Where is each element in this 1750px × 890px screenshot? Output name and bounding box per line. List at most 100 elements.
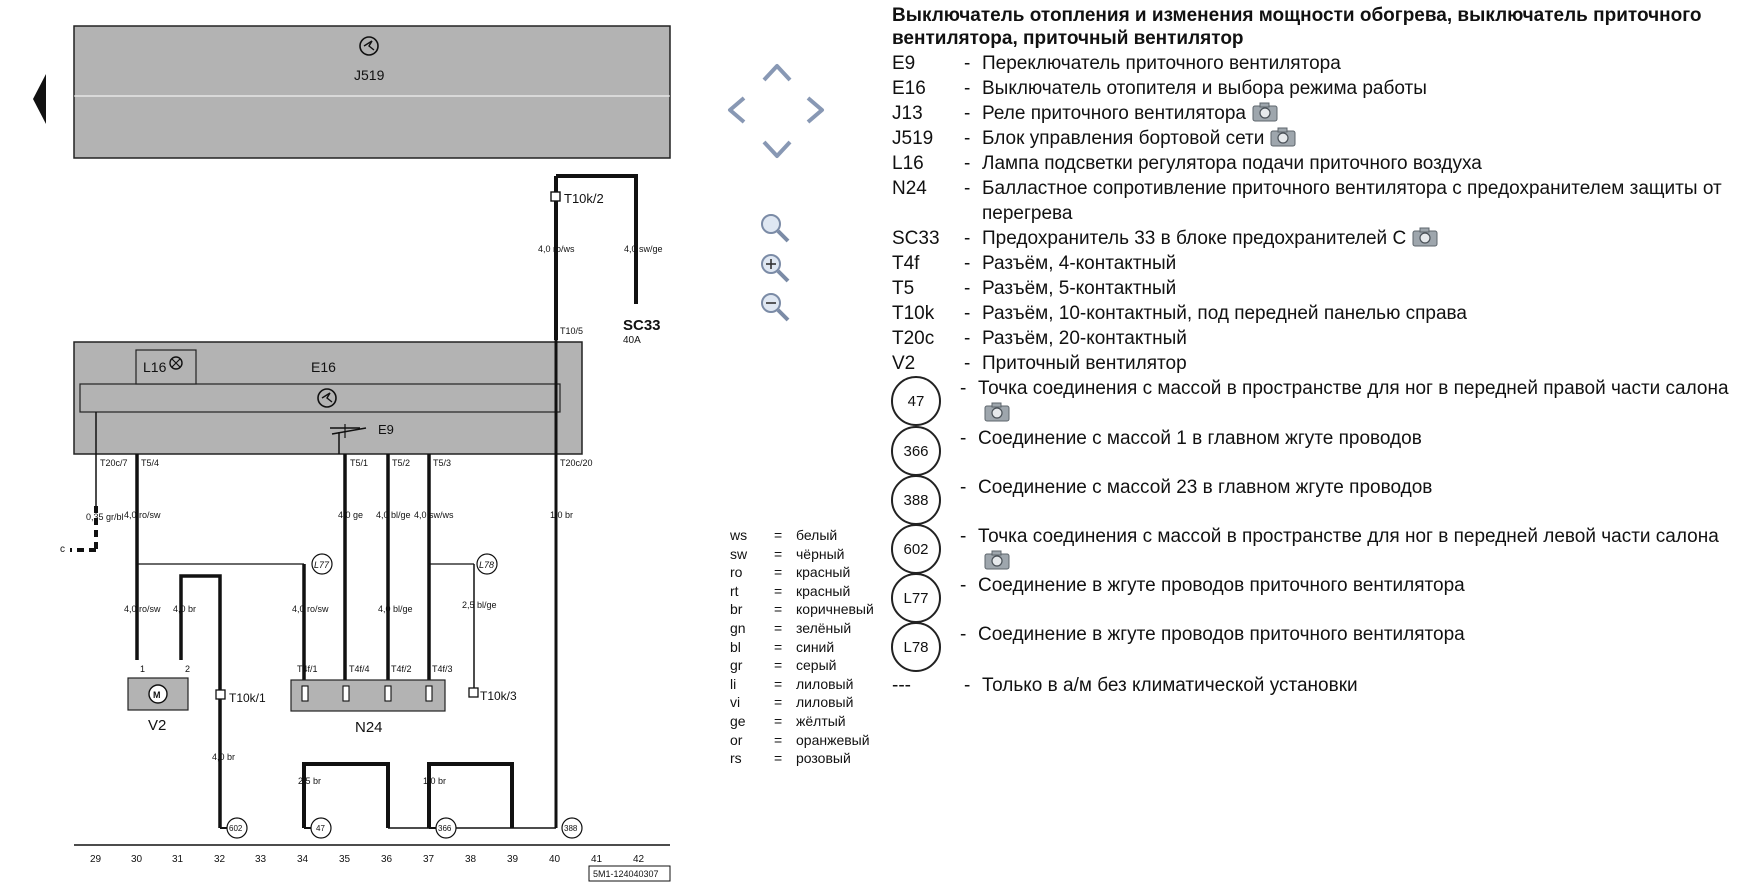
arrow-up-icon[interactable] xyxy=(762,64,792,82)
legend-dashed-row: --- - Только в а/м без климатической уст… xyxy=(892,673,1742,698)
lamp-icon xyxy=(169,356,183,370)
color-name: лиловый xyxy=(796,694,854,711)
j519-label: J519 xyxy=(354,67,385,83)
legend-code: E9 xyxy=(892,53,916,74)
ground-circle: 47 xyxy=(891,376,941,426)
zoom-in-icon[interactable] xyxy=(761,254,790,283)
wire-label-w14: 4,0 br xyxy=(212,752,235,762)
legend-code: V2 xyxy=(892,353,916,374)
svg-text:32: 32 xyxy=(214,854,226,865)
zoom-out-icon[interactable] xyxy=(761,293,790,322)
legend-desc: Балластное сопротивление приточного вент… xyxy=(982,178,1722,224)
arrow-down-icon[interactable] xyxy=(762,140,792,158)
legend-desc: Точка соединения с массой в пространстве… xyxy=(978,376,1742,426)
svg-text:M: M xyxy=(153,690,161,700)
connector-t4f4: T4f/4 xyxy=(349,664,370,674)
legend-desc: Разъём, 5-контактный xyxy=(982,278,1177,299)
camera-icon[interactable] xyxy=(984,402,1010,422)
color-row: gr=серый xyxy=(730,657,837,674)
v2-pin-2: 2 xyxy=(185,664,190,674)
connector-t54: T5/4 xyxy=(141,458,159,468)
wire-label-w5: 4,0 ge xyxy=(338,510,363,520)
wire-label-w11: 4,0 ro/sw xyxy=(292,604,329,614)
connector-t4f3: T4f/3 xyxy=(432,664,453,674)
legend-item: T20c-Разъём, 20-контактный xyxy=(892,326,1742,351)
color-row: ws=белый xyxy=(730,527,838,543)
wire-label-w16: 1,0 br xyxy=(423,776,446,786)
legend-desc: Блок управления бортовой сети xyxy=(982,126,1742,151)
connector-t51: T5/1 xyxy=(350,458,368,468)
color-row: bl=синий xyxy=(730,638,835,655)
color-name: лиловый xyxy=(796,675,854,692)
color-row: li=лиловый xyxy=(730,675,854,692)
ground-circle: 366 xyxy=(891,426,941,476)
color-abbr: ws xyxy=(730,527,748,543)
color-abbr: rt xyxy=(730,582,739,599)
v2-label: V2 xyxy=(148,717,166,734)
color-abbr: ro xyxy=(730,564,743,581)
e16-label: E16 xyxy=(311,359,336,375)
svg-text:30: 30 xyxy=(131,854,143,865)
connector-t10k1: T10k/1 xyxy=(229,691,266,705)
legend-ground-item: 388-Соединение с массой 23 в главном жгу… xyxy=(891,475,1742,525)
motor-icon xyxy=(148,684,168,704)
color-name: розовый xyxy=(796,750,851,767)
camera-icon[interactable] xyxy=(1412,227,1438,247)
previous-page-icon[interactable] xyxy=(33,74,46,124)
color-name: жёлтый xyxy=(796,712,846,729)
arrow-right-icon[interactable] xyxy=(806,96,824,124)
legend-desc: Соединение в жгуте проводов приточного в… xyxy=(978,575,1465,596)
svg-text:31: 31 xyxy=(172,854,184,865)
wire-label-w2: 4,0 sw/ge xyxy=(624,244,663,254)
legend-item: V2-Приточный вентилятор xyxy=(892,351,1742,376)
legend-code: N24 xyxy=(892,178,927,199)
legend-ground-item: 602-Точка соединения с массой в простран… xyxy=(891,524,1742,574)
svg-text:34: 34 xyxy=(297,854,309,865)
legend-code: SC33 xyxy=(892,228,940,249)
zoom-fit-icon[interactable] xyxy=(761,214,790,243)
color-row: gn=зелёный xyxy=(730,619,852,636)
legend-desc: Приточный вентилятор xyxy=(982,353,1187,374)
svg-text:33: 33 xyxy=(255,854,267,865)
arrow-left-icon[interactable] xyxy=(728,96,746,124)
legend-item: J519-Блок управления бортовой сети xyxy=(892,126,1742,151)
color-name: серый xyxy=(796,657,837,674)
color-name: чёрный xyxy=(796,545,845,562)
wire-label-w13: 2,5 bl/ge xyxy=(462,600,497,610)
legend-ground-item: L77-Соединение в жгуте проводов приточно… xyxy=(891,573,1742,623)
legend-item: T10k-Разъём, 10-контактный, под передней… xyxy=(892,301,1742,326)
legend-desc: Лампа подсветки регулятора подачи приточ… xyxy=(982,153,1482,174)
color-row: rt=красный xyxy=(730,582,851,599)
l77-marker: L77 xyxy=(314,560,330,570)
connector-t10k3: T10k/3 xyxy=(480,689,517,703)
wire-label-w3: 0,35 gr/bl xyxy=(86,512,124,522)
wire-label-w10: 4,0 br xyxy=(173,604,196,614)
legend-code: T5 xyxy=(892,278,915,299)
color-name: белый xyxy=(796,527,838,543)
camera-icon[interactable] xyxy=(984,550,1010,570)
svg-text:39: 39 xyxy=(507,854,519,865)
j519-module xyxy=(73,25,671,159)
wire-label-w15: 2,5 br xyxy=(298,776,321,786)
e9-label: E9 xyxy=(378,422,394,437)
connector-t20c20: T20c/20 xyxy=(560,458,593,468)
n24-label: N24 xyxy=(355,719,383,736)
ground-388: 388 xyxy=(564,824,578,833)
legend-ground-item: 47-Точка соединения с массой в пространс… xyxy=(891,376,1742,426)
c-marker: c xyxy=(60,544,65,555)
color-row: sw=чёрный xyxy=(730,545,845,562)
camera-icon[interactable] xyxy=(1270,127,1296,147)
legend-item: N24-Балластное сопротивление приточного … xyxy=(892,176,1742,226)
camera-icon[interactable] xyxy=(1252,102,1278,122)
legend-code: J13 xyxy=(892,103,923,124)
sc33-label: SC33 xyxy=(623,317,661,334)
svg-text:40: 40 xyxy=(549,854,561,865)
color-abbr: gr xyxy=(730,657,743,674)
color-abbr: ge xyxy=(730,712,746,729)
color-abbr: li xyxy=(730,675,737,692)
wire-label-w4: 4,0 ro/sw xyxy=(124,510,161,520)
e9-switch-icon xyxy=(330,424,367,438)
legend-ground-item: L78-Соединение в жгуте проводов приточно… xyxy=(891,622,1742,672)
l16-box xyxy=(135,349,197,385)
